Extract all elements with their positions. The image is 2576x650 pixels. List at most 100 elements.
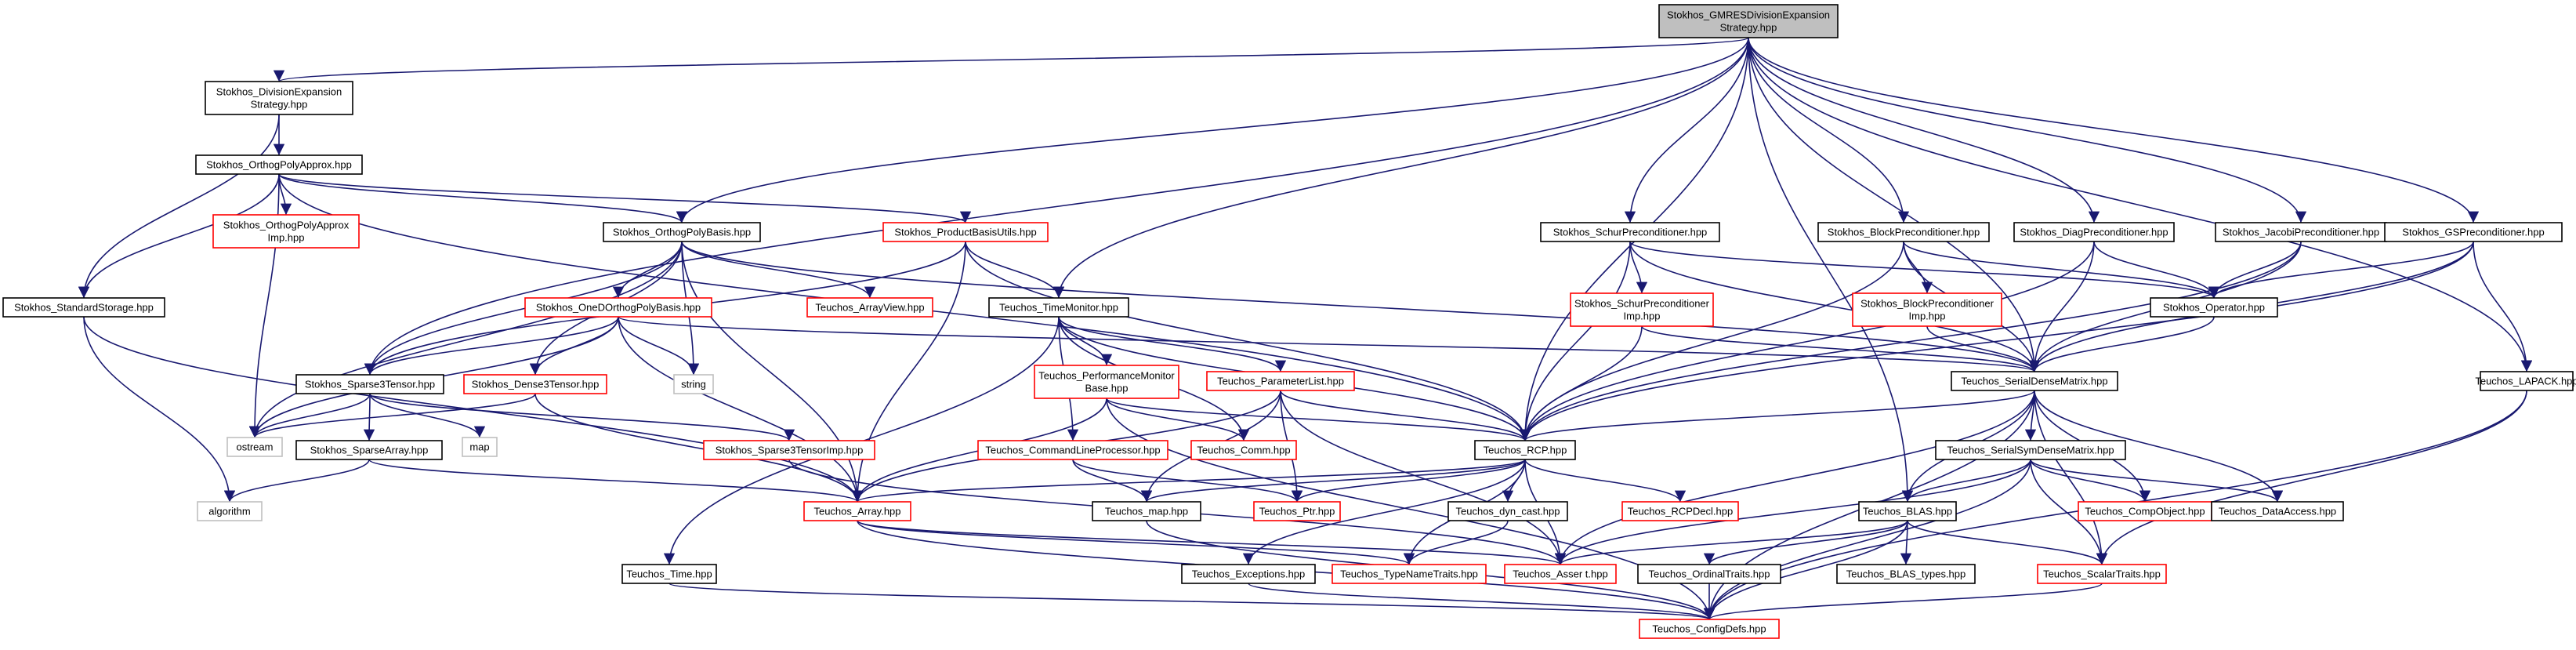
file-node-standardstorage[interactable]: Stokhos_StandardStorage.hpp [2, 297, 165, 318]
node-label-line: Teuchos_BLAS_types.hpp [1846, 568, 1966, 580]
file-node-schurprec[interactable]: Stokhos_SchurPreconditioner.hpp [1540, 222, 1720, 242]
edge-schurprecimp-to-serialdense [1641, 325, 2040, 372]
file-node-configdefs[interactable]: Teuchos_ConfigDefs.hpp [1639, 619, 1780, 639]
file-node-onedortho[interactable]: Stokhos_OneDOrthogPolyBasis.hpp [524, 297, 712, 318]
node-label-line: Teuchos_ConfigDefs.hpp [1652, 623, 1766, 635]
edge-productbasisutils-to-array [851, 241, 966, 503]
edge-productbasisutils-to-rcp [965, 241, 1531, 441]
node-label-line: Base.hpp [1085, 383, 1129, 394]
edge-dense3tensor-to-ostream [249, 393, 536, 438]
node-label-line: Teuchos_Ptr.hpp [1259, 506, 1335, 517]
node-box [2211, 501, 2344, 521]
edge-diagprec-to-serialdense [2028, 241, 2095, 372]
edge-gsprec-to-lapack [2473, 241, 2533, 372]
file-node-dataaccess[interactable]: Teuchos_DataAccess.hpp [2211, 501, 2344, 521]
node-label-line: string [681, 379, 706, 390]
edge-root-to-timemonitor [1053, 37, 1749, 299]
edge-root-to-schurprec [1624, 37, 1749, 223]
file-node-blastypes[interactable]: Teuchos_BLAS_types.hpp [1836, 564, 1976, 584]
file-node-root[interactable]: Stokhos_GMRESDivisionExpansionStrategy.h… [1658, 4, 1839, 38]
node-label-line: Teuchos_Time.hpp [626, 568, 712, 580]
node-label-line: Teuchos_TimeMonitor.hpp [999, 302, 1118, 314]
node-box [703, 440, 875, 460]
node-box [1474, 440, 1576, 460]
file-node-blas[interactable]: Teuchos_BLAS.hpp [1858, 501, 1957, 521]
file-node-rcpdecl[interactable]: Teuchos_RCPDecl.hpp [1621, 501, 1739, 521]
file-node-arrayview[interactable]: Teuchos_ArrayView.hpp [806, 297, 933, 318]
node-box [1181, 564, 1316, 584]
file-node-lapack[interactable]: Teuchos_LAPACK.hpp [2475, 371, 2576, 391]
node-box [1206, 371, 1355, 391]
file-node-dense3tensor[interactable]: Stokhos_Dense3Tensor.hpp [463, 374, 607, 394]
file-node-sparsearray[interactable]: Stokhos_SparseArray.hpp [295, 440, 443, 460]
edge-serialsymdense-to-dataaccess [2030, 459, 2284, 503]
edge-array-to-typenametraits [857, 520, 1415, 565]
edge-gsprec-to-rcp [1519, 241, 2474, 441]
node-box [1331, 564, 1487, 584]
edge-divexp-to-standardstorage [78, 114, 280, 299]
node-box [1858, 501, 1957, 521]
file-node-blockprec[interactable]: Stokhos_BlockPreconditioner.hpp [1817, 222, 1990, 242]
file-node-typenametraits[interactable]: Teuchos_TypeNameTraits.hpp [1331, 564, 1487, 584]
file-node-timemonitor[interactable]: Teuchos_TimeMonitor.hpp [988, 297, 1129, 318]
node-label-line: Stokhos_SchurPreconditioner.hpp [1553, 227, 1708, 238]
file-node-array[interactable]: Teuchos_Array.hpp [803, 501, 911, 521]
file-node-time[interactable]: Teuchos_Time.hpp [621, 564, 717, 584]
file-node-cmdline[interactable]: Teuchos_CommandLineProcessor.hpp [977, 440, 1168, 460]
node-label-line: Teuchos_map.hpp [1105, 506, 1188, 517]
node-label-line: Stokhos_SchurPreconditioner [1574, 298, 1710, 310]
file-node-serialdense[interactable]: Teuchos_SerialDenseMatrix.hpp [1951, 371, 2118, 391]
file-node-ptr[interactable]: Teuchos_Ptr.hpp [1253, 501, 1341, 521]
file-node-gsprec[interactable]: Stokhos_GSPreconditioner.hpp [2384, 222, 2563, 242]
file-node-ordinaltraits[interactable]: Teuchos_OrdinalTraits.hpp [1637, 564, 1781, 584]
file-node-orthopolyapprox[interactable]: Stokhos_OrthogPolyApprox.hpp [195, 154, 363, 175]
file-node-tmap[interactable]: Teuchos_map.hpp [1092, 501, 1201, 521]
node-box [1253, 501, 1341, 521]
file-node-jacobiprec[interactable]: Stokhos_JacobiPreconditioner.hpp [2215, 222, 2387, 242]
file-node-scalartraits[interactable]: Teuchos_ScalarTraits.hpp [2037, 564, 2167, 584]
file-node-exceptions[interactable]: Teuchos_Exceptions.hpp [1181, 564, 1316, 584]
node-label-line: Teuchos_Asser t.hpp [1513, 568, 1607, 580]
edge-rcp-to-rcpdecl [1524, 459, 1687, 503]
node-label-line: Teuchos_ArrayView.hpp [815, 302, 924, 314]
file-node-rcp[interactable]: Teuchos_RCP.hpp [1474, 440, 1576, 460]
node-box [2480, 371, 2574, 391]
edge-schurprec-to-schurprecimp [1629, 241, 1648, 294]
file-node-diagprec[interactable]: Stokhos_DiagPreconditioner.hpp [2013, 222, 2175, 242]
edge-orthopolybasis-to-onedortho [612, 241, 683, 299]
node-box [988, 297, 1129, 318]
node-box [603, 222, 761, 242]
node-box [1570, 292, 1714, 327]
file-node-compobject[interactable]: Teuchos_CompObject.hpp [2078, 501, 2212, 521]
edge-dense3tensor-to-array [534, 393, 864, 503]
node-label-line: Stokhos_BlockPreconditioner [1860, 298, 1994, 310]
file-node-dyncast[interactable]: Teuchos_dyn_cast.hpp [1447, 501, 1568, 521]
node-box [2384, 222, 2563, 242]
file-node-productbasisutils[interactable]: Stokhos_ProductBasisUtils.hpp [882, 222, 1049, 242]
file-node-comm[interactable]: Teuchos_Comm.hpp [1190, 440, 1297, 460]
node-box [197, 501, 263, 521]
file-node-sparse3tensor[interactable]: Stokhos_Sparse3Tensor.hpp [295, 374, 444, 394]
edge-serialdense-to-rcp [1520, 390, 2035, 441]
edge-blockprec-to-rcp [1519, 241, 1904, 441]
edge-lapack-to-scalartraits [2096, 390, 2527, 565]
edge-sparsearray-to-algorithm [223, 459, 370, 503]
file-node-paramlist[interactable]: Teuchos_ParameterList.hpp [1206, 371, 1355, 391]
edge-blas-to-ordinaltraits [1703, 520, 1908, 565]
file-node-serialsymdense[interactable]: Teuchos_SerialSymDenseMatrix.hpp [1935, 440, 2126, 460]
file-node-sparse3tensorimp[interactable]: Stokhos_Sparse3TensorImp.hpp [703, 440, 875, 460]
edge-array-to-assert [857, 520, 1566, 565]
edge-serialsymdense-to-scalartraits [2030, 459, 2108, 565]
node-label-line: Stokhos_DiagPreconditioner.hpp [2020, 227, 2168, 238]
node-label-line: Teuchos_OrdinalTraits.hpp [1649, 568, 1770, 580]
file-node-orthopolybasis[interactable]: Stokhos_OrthogPolyBasis.hpp [603, 222, 761, 242]
file-node-operator[interactable]: Stokhos_Operator.hpp [2150, 297, 2278, 318]
file-node-assert[interactable]: Teuchos_Asser t.hpp [1504, 564, 1617, 584]
node-label-line: Stokhos_SparseArray.hpp [310, 445, 429, 456]
